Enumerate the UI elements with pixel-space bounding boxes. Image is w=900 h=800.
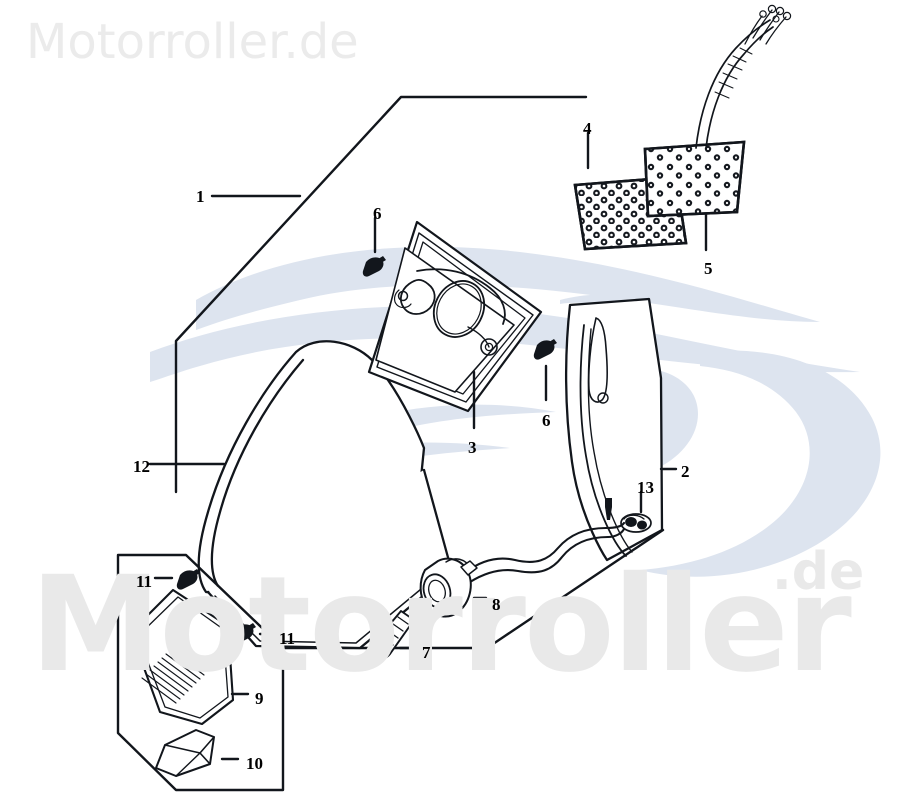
callout-label-6-upper: 6 (373, 204, 382, 223)
callout-label-4: 4 (583, 119, 592, 138)
part-8-bulb-socket (419, 557, 478, 618)
callout-label-10: 10 (246, 754, 263, 773)
wire-harness (464, 521, 626, 584)
callout-label-2: 2 (681, 462, 690, 481)
panel-tab-marker (605, 498, 612, 520)
callout-label-3: 3 (468, 438, 477, 457)
part-11-screw-upper (176, 569, 200, 590)
callout-label-12: 12 (133, 457, 150, 476)
callout-label-11-lower: 11 (279, 629, 296, 648)
part-11-screw-lower (232, 623, 256, 644)
callout-label-8: 8 (492, 595, 501, 614)
part-1-front-cover-panel (174, 95, 588, 494)
callout-label-6-lower: 6 (542, 411, 551, 430)
part-3-gauge-details (393, 268, 506, 356)
part-10-small-bracket (155, 729, 215, 777)
callout-label-1: 1 (196, 187, 205, 206)
part-6-screw-upper (362, 256, 386, 277)
watermark-bottom-text: Motorroller (30, 548, 852, 702)
part-9-inner-trim-panel (129, 588, 235, 726)
callout-label-13: 13 (637, 478, 654, 497)
callout-label-11-upper: 11 (136, 572, 153, 591)
part-6-screw-lower (533, 339, 557, 360)
leader-lines (148, 131, 708, 761)
part-13-cable-grommet (620, 513, 652, 533)
callout-label-9: 9 (255, 689, 264, 708)
watermark-top-text: Motorroller.de (26, 14, 359, 70)
wire-bundle (695, 4, 792, 149)
watermark-bottom-suffix: .de (772, 542, 865, 602)
detail-box-frame (116, 553, 285, 792)
part-5-connector-socket-housing (643, 140, 746, 218)
callout-label-5: 5 (704, 259, 713, 278)
part-7-wedge-bulb (371, 610, 415, 660)
callout-label-7: 7 (422, 643, 431, 662)
